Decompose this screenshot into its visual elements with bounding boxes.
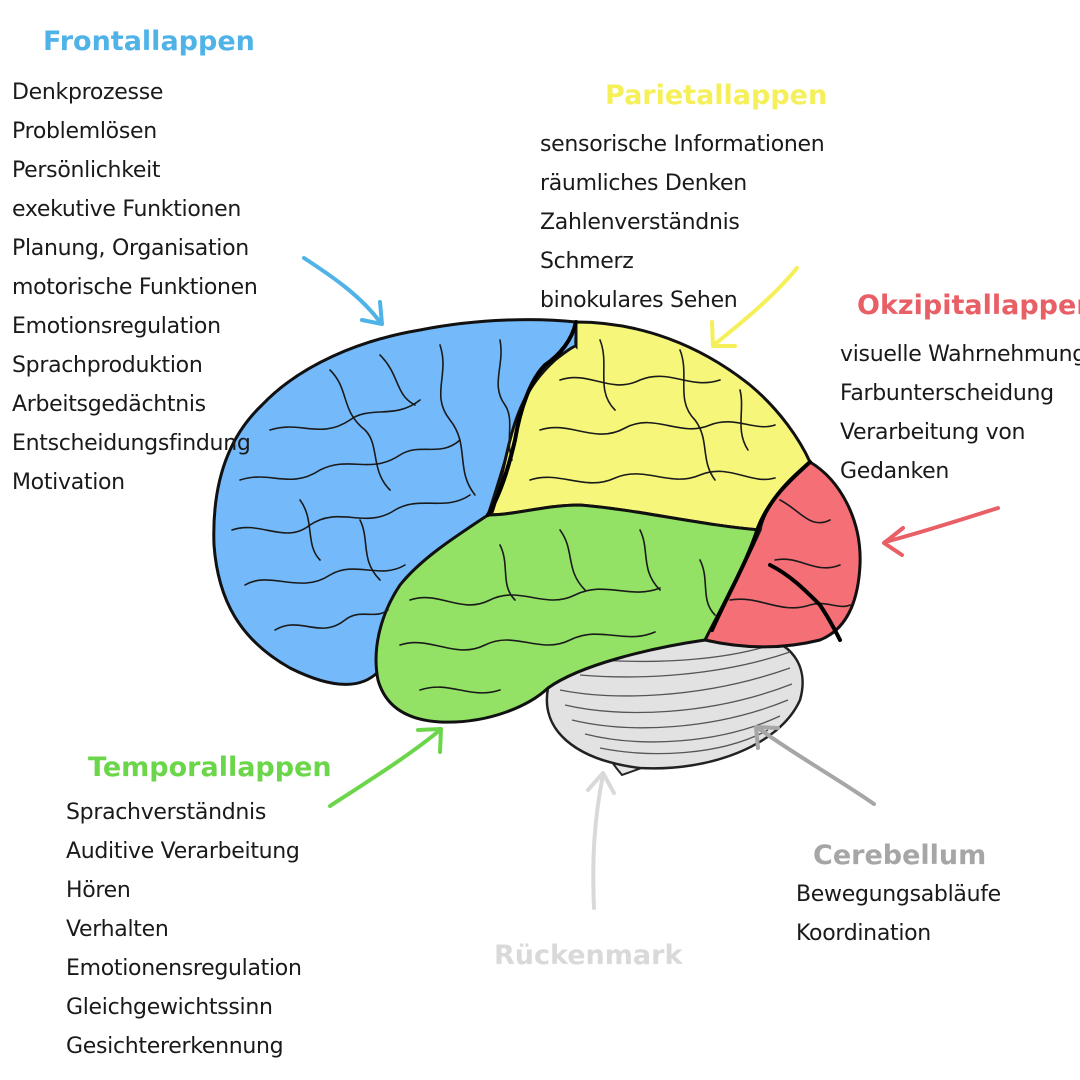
function-item: Schmerz <box>540 249 634 274</box>
parietal-lobe-functions: sensorische Informationen räumliches Denk… <box>540 125 825 320</box>
function-item: Arbeitsgedächtnis <box>12 392 206 417</box>
function-item: Gedanken <box>840 459 950 484</box>
occipital-arrow <box>882 506 1000 557</box>
function-item: Denkprozesse <box>12 80 164 105</box>
function-item: Persönlichkeit <box>12 158 161 183</box>
function-item: Sprachproduktion <box>12 353 203 378</box>
brain-sulci <box>231 339 851 694</box>
function-item: sensorische Informationen <box>540 132 825 157</box>
function-item: Verhalten <box>66 917 169 942</box>
function-item: Koordination <box>796 921 931 946</box>
function-item: Motivation <box>12 470 125 495</box>
function-item: Sprachverständnis <box>66 800 266 825</box>
spine-arrow <box>586 771 616 910</box>
parietal-lobe-title: Parietallappen <box>605 80 828 111</box>
function-item: Bewegungsabläufe <box>796 882 1001 907</box>
function-item: Hören <box>66 878 131 903</box>
function-item: exekutive Funktionen <box>12 197 242 222</box>
temporal-arrow <box>328 727 443 808</box>
function-item: binokulares Sehen <box>540 288 738 313</box>
function-item: Gleichgewichtssinn <box>66 995 273 1020</box>
frontal-arrow <box>302 256 384 326</box>
function-item: Planung, Organisation <box>12 236 249 261</box>
function-item: Zahlenverständnis <box>540 210 740 235</box>
temporal-lobe-title: Temporallappen <box>88 752 332 783</box>
spine-title: Rückenmark <box>494 940 683 971</box>
function-item: räumliches Denken <box>540 171 747 196</box>
lobe-borders <box>486 320 842 642</box>
function-item: visuelle Wahrnehmung <box>840 342 1080 367</box>
occipital-lobe-title: Okzipitallappen <box>857 290 1080 321</box>
parietal-temporal-dotted-border <box>579 504 761 531</box>
function-item: Farbunterscheidung <box>840 381 1054 406</box>
cerebellum-title: Cerebellum <box>813 840 987 871</box>
function-item: Emotionsregulation <box>12 314 221 339</box>
function-item: Emotionensregulation <box>66 956 302 981</box>
frontal-lobe-title: Frontallappen <box>43 26 255 57</box>
function-item: Gesichtererkennung <box>66 1034 284 1059</box>
function-item: Verarbeitung von <box>840 420 1026 445</box>
parietal-arrow <box>710 266 799 348</box>
function-item: Entscheidungsfindung <box>12 431 251 456</box>
function-item: Auditive Verarbeitung <box>66 839 300 864</box>
function-item: Problemlösen <box>12 119 157 144</box>
function-item: motorische Funktionen <box>12 275 258 300</box>
cerebellum-arrow <box>754 725 876 806</box>
